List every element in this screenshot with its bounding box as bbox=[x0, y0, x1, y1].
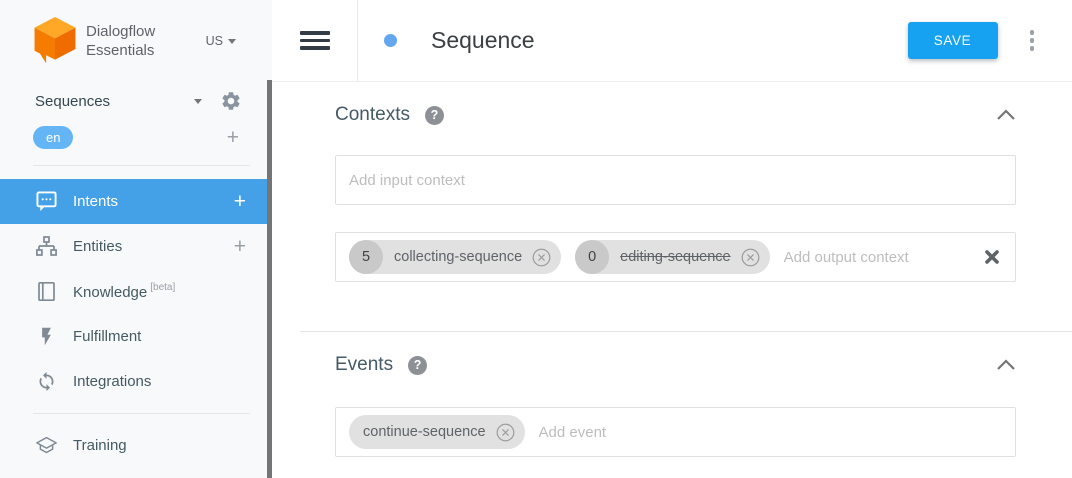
remove-context-button[interactable] bbox=[740, 247, 761, 268]
language-row: en + bbox=[0, 112, 272, 163]
event-input[interactable] bbox=[538, 423, 1002, 441]
intent-title-area: Sequence bbox=[384, 27, 535, 54]
event-chip-label: continue-sequence bbox=[363, 424, 486, 440]
section-divider bbox=[300, 331, 1072, 332]
main-panel: Sequence SAVE Contexts ? bbox=[272, 0, 1072, 478]
sidebar-item-label: Intents bbox=[73, 193, 119, 210]
output-context-chip[interactable]: 0 editing-sequence bbox=[575, 240, 770, 274]
events-field[interactable]: continue-sequence bbox=[335, 407, 1016, 457]
contexts-help-icon[interactable]: ? bbox=[424, 105, 444, 125]
agent-name[interactable]: Sequences bbox=[35, 92, 111, 110]
save-button[interactable]: SAVE bbox=[907, 22, 998, 59]
region-selector[interactable]: US bbox=[206, 34, 236, 48]
remove-event-button[interactable] bbox=[495, 422, 516, 443]
sidebar: Dialogflow Essentials US Sequences en + bbox=[0, 0, 272, 478]
header-actions: SAVE bbox=[907, 22, 1072, 59]
region-label: US bbox=[205, 34, 223, 48]
sync-arrows-icon bbox=[36, 371, 57, 392]
intent-name-field[interactable]: Sequence bbox=[431, 27, 535, 53]
contexts-collapse-button[interactable] bbox=[996, 109, 1016, 121]
intent-header: Sequence SAVE bbox=[272, 0, 1072, 82]
agent-dropdown-icon[interactable] bbox=[194, 98, 202, 104]
beta-badge: [beta] bbox=[150, 282, 176, 293]
more-options-button[interactable] bbox=[1026, 26, 1039, 55]
sidebar-item-label: Knowledge[beta] bbox=[73, 282, 176, 301]
add-entity-button[interactable]: + bbox=[233, 235, 246, 258]
book-icon bbox=[36, 281, 57, 302]
output-context-chip[interactable]: 5 collecting-sequence bbox=[349, 240, 562, 274]
dialogflow-logo-icon bbox=[34, 17, 76, 64]
input-context-field[interactable] bbox=[335, 155, 1016, 205]
event-chip[interactable]: continue-sequence bbox=[349, 415, 525, 449]
sidebar-divider bbox=[33, 413, 250, 414]
agent-settings-gear-icon[interactable] bbox=[220, 90, 242, 112]
events-collapse-button[interactable] bbox=[996, 359, 1016, 371]
sidebar-item-integrations[interactable]: Integrations bbox=[0, 359, 272, 404]
events-help-icon[interactable]: ? bbox=[408, 355, 428, 375]
context-lifespan[interactable]: 5 bbox=[349, 240, 383, 274]
add-language-button[interactable]: + bbox=[226, 126, 239, 149]
hamburger-icon bbox=[299, 31, 330, 50]
sidebar-item-fulfillment[interactable]: Fulfillment bbox=[0, 314, 272, 359]
sidebar-item-label: Training bbox=[73, 437, 127, 454]
sitemap-icon bbox=[36, 236, 57, 257]
brand-header: Dialogflow Essentials US bbox=[0, 0, 272, 82]
sidebar-item-entities[interactable]: Entities + bbox=[0, 224, 272, 269]
brand-name: Dialogflow Essentials bbox=[86, 22, 156, 60]
context-chip-label: editing-sequence bbox=[620, 249, 731, 265]
events-section-header: Events ? bbox=[335, 354, 1016, 376]
sidebar-item-intents[interactable]: Intents + bbox=[0, 179, 272, 224]
sidebar-item-knowledge[interactable]: Knowledge[beta] bbox=[0, 269, 272, 314]
chevron-up-icon bbox=[997, 359, 1015, 370]
sidebar-item-training[interactable]: Training bbox=[0, 423, 272, 468]
chat-bubble-icon bbox=[36, 191, 57, 212]
context-chip-label: collecting-sequence bbox=[394, 249, 523, 265]
chevron-up-icon bbox=[997, 109, 1015, 120]
output-context-field[interactable]: 5 collecting-sequence 0 editing-sequence bbox=[335, 232, 1016, 282]
remove-context-button[interactable] bbox=[531, 247, 552, 268]
output-context-input[interactable] bbox=[783, 248, 982, 266]
agent-selector-row: Sequences bbox=[0, 82, 272, 112]
clear-contexts-button[interactable] bbox=[982, 247, 1002, 267]
circle-x-icon bbox=[496, 423, 514, 441]
circle-x-icon bbox=[741, 248, 760, 266]
contexts-title: Contexts bbox=[335, 104, 410, 125]
sidebar-nav: Intents + Entities + bbox=[0, 179, 272, 468]
language-badge[interactable]: en bbox=[33, 126, 74, 149]
contexts-section-header: Contexts ? bbox=[335, 104, 1016, 126]
sidebar-scrollbar[interactable] bbox=[267, 80, 272, 478]
sidebar-item-label: Entities bbox=[73, 238, 123, 255]
menu-button[interactable] bbox=[272, 0, 358, 81]
intent-editor-content: Contexts ? 5 collecting-sequence bbox=[272, 82, 1072, 457]
input-context-input[interactable] bbox=[349, 171, 1002, 189]
lightning-bolt-icon bbox=[36, 326, 57, 347]
sidebar-item-label: Fulfillment bbox=[73, 328, 142, 345]
sidebar-item-label: Integrations bbox=[73, 373, 152, 390]
add-intent-button[interactable]: + bbox=[233, 190, 246, 213]
graduation-cap-icon bbox=[36, 435, 57, 456]
events-title: Events bbox=[335, 354, 394, 375]
status-dot-icon bbox=[384, 34, 397, 47]
chevron-down-icon bbox=[228, 38, 236, 44]
context-lifespan[interactable]: 0 bbox=[575, 240, 610, 274]
sidebar-divider bbox=[33, 165, 250, 166]
circle-x-icon bbox=[532, 248, 551, 266]
close-icon bbox=[985, 250, 999, 264]
